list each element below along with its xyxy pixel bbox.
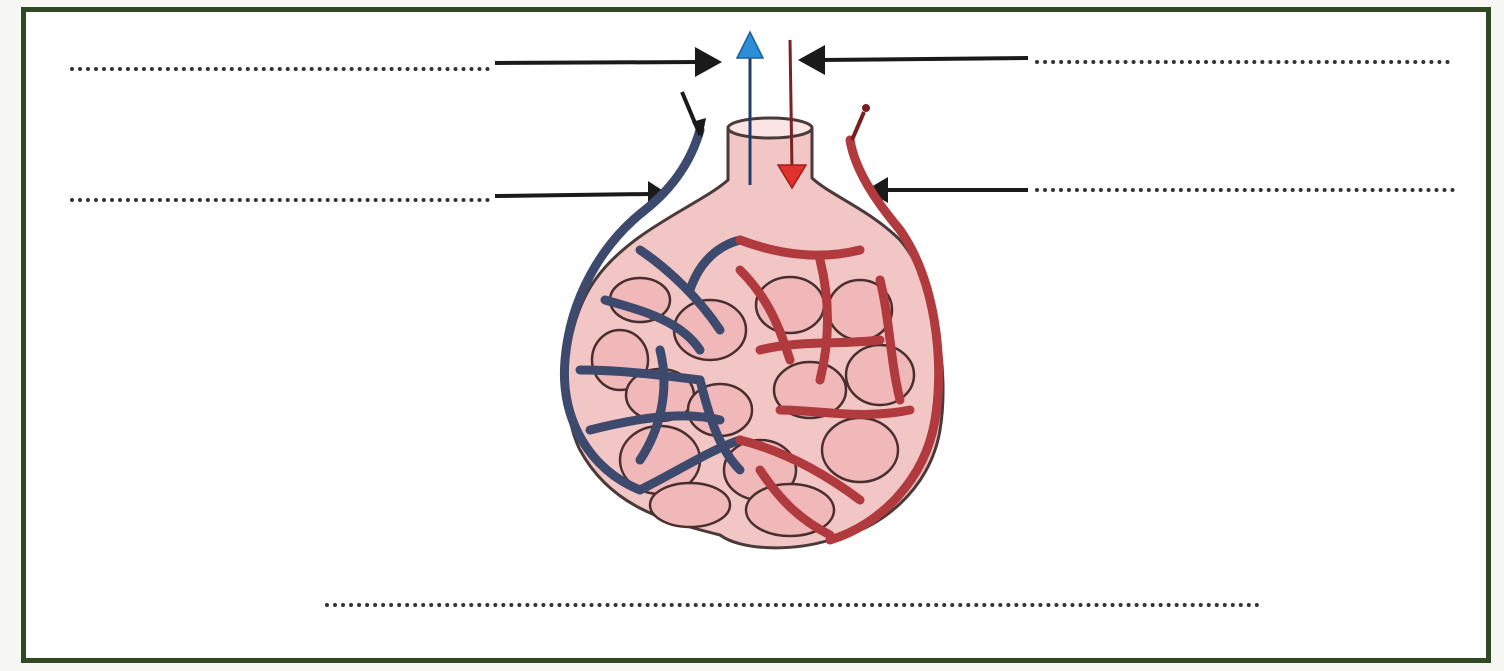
vein-outflow-dot — [862, 104, 870, 112]
pointer-top-right — [820, 58, 1028, 60]
pointer-top-right-head — [798, 45, 825, 75]
alveolus — [564, 92, 943, 548]
air-in-line — [790, 40, 792, 170]
blue-up-arrow-icon — [737, 32, 763, 58]
bronchiole-opening — [728, 118, 812, 138]
pointer-top-left — [495, 62, 700, 63]
pointer-middle-left — [495, 194, 650, 196]
pointer-top-left-head — [695, 47, 722, 77]
